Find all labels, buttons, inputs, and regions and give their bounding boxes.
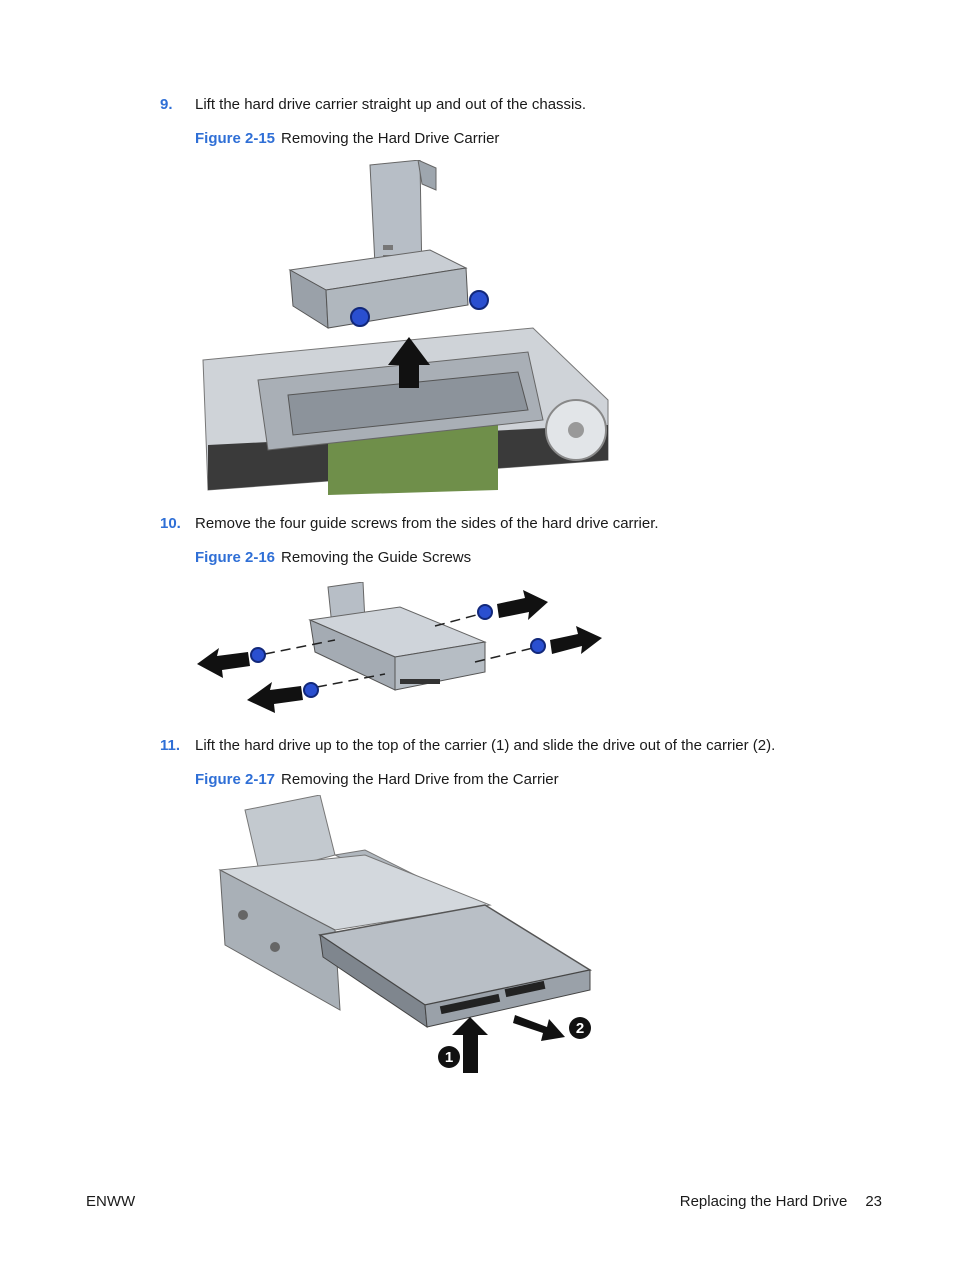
step-number: 10. bbox=[160, 515, 181, 532]
step-11: 11. Lift the hard drive up to the top of … bbox=[160, 737, 775, 755]
step-number: 9. bbox=[160, 96, 173, 113]
footer-left: ENWW bbox=[86, 1193, 136, 1210]
step-text: Lift the hard drive carrier straight up … bbox=[195, 96, 587, 113]
figure-title: Removing the Hard Drive Carrier bbox=[281, 130, 500, 147]
page-number: 23 bbox=[865, 1193, 882, 1210]
footer-right: Replacing the Hard Drive 23 bbox=[680, 1193, 882, 1211]
step-text: Lift the hard drive up to the top of the… bbox=[195, 737, 776, 754]
figure-caption-2-17: Figure 2-17 Removing the Hard Drive from … bbox=[195, 771, 559, 789]
figure-2-17-illustration: 1 2 bbox=[218, 795, 592, 1073]
callout-2: 2 bbox=[576, 1020, 584, 1037]
figure-caption-2-16: Figure 2-16 Removing the Guide Screws bbox=[195, 549, 471, 567]
figure-2-16-illustration bbox=[197, 582, 602, 713]
figure-label: Figure 2-15 bbox=[195, 130, 276, 147]
footer-section-title: Replacing the Hard Drive bbox=[679, 1193, 848, 1210]
step-10: 10. Remove the four guide screws from the… bbox=[160, 515, 659, 533]
step-text: Remove the four guide screws from the si… bbox=[195, 515, 659, 532]
figure-title: Removing the Guide Screws bbox=[281, 549, 472, 566]
figure-title: Removing the Hard Drive from the Carrier bbox=[281, 771, 559, 788]
step-9: 9. Lift the hard drive carrier straight u… bbox=[160, 96, 586, 114]
figure-caption-2-15: Figure 2-15 Removing the Hard Drive Carri… bbox=[195, 130, 499, 148]
figure-2-15-illustration bbox=[202, 160, 609, 495]
callout-1: 1 bbox=[445, 1049, 453, 1066]
figure-label: Figure 2-17 bbox=[195, 771, 276, 788]
figure-label: Figure 2-16 bbox=[195, 549, 276, 566]
step-number: 11. bbox=[160, 737, 181, 754]
